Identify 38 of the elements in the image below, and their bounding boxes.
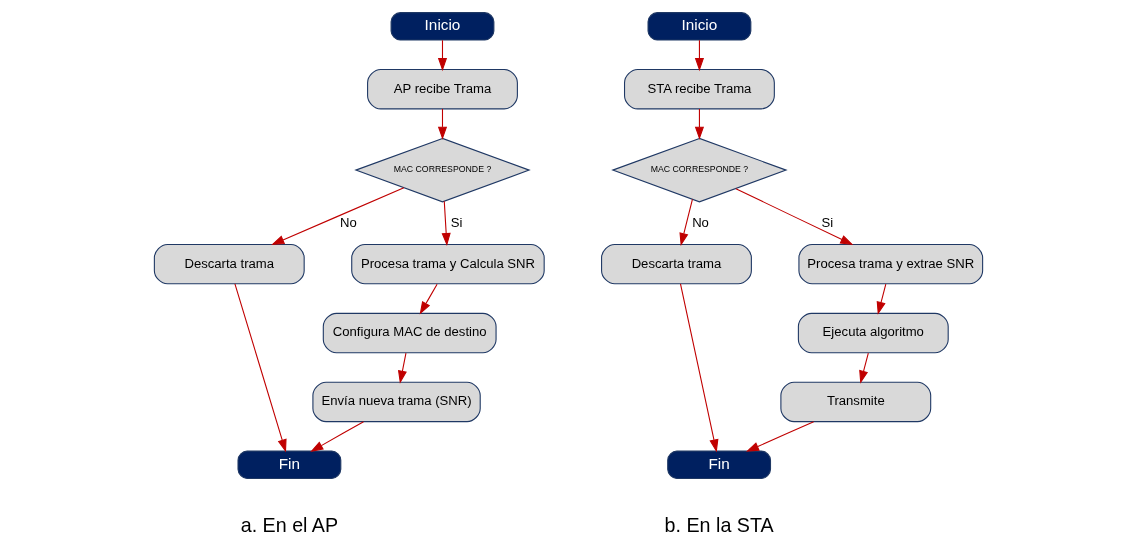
arrow bbox=[745, 421, 815, 452]
arrow bbox=[397, 352, 407, 384]
arrow bbox=[441, 200, 451, 247]
arrow bbox=[859, 352, 869, 384]
node-box: AP recibe Trama bbox=[367, 68, 518, 110]
arrow bbox=[310, 421, 365, 452]
arrow bbox=[437, 39, 448, 72]
arrow bbox=[876, 283, 887, 315]
node-box: Inicio bbox=[390, 12, 495, 41]
node-diamond: MAC CORRESPONDE ? bbox=[354, 137, 531, 203]
arrow bbox=[234, 283, 287, 453]
edge-label: No bbox=[340, 214, 357, 230]
node-box: STA recibe Trama bbox=[624, 68, 775, 110]
edge-label: Si bbox=[450, 214, 463, 230]
arrow bbox=[694, 108, 705, 140]
arrow bbox=[679, 283, 719, 453]
node-box: Envía nueva trama (SNR) bbox=[312, 381, 481, 423]
node-box: Procesa trama y extrae SNR bbox=[798, 243, 984, 285]
node-box: Configura MAC de destino bbox=[322, 312, 497, 354]
node-box: Descarta trama bbox=[153, 243, 305, 285]
node-box: Procesa trama y Calcula SNR bbox=[351, 243, 545, 285]
node-box: Ejecuta algoritmo bbox=[797, 312, 949, 354]
arrow bbox=[679, 198, 693, 247]
label: b. En la STA bbox=[664, 514, 774, 537]
node-box: Inicio bbox=[647, 12, 752, 41]
arrow bbox=[437, 108, 448, 140]
arrow bbox=[735, 188, 854, 246]
node-diamond: MAC CORRESPONDE ? bbox=[611, 137, 788, 203]
node-box: Descarta trama bbox=[601, 243, 752, 285]
edge-label: Si bbox=[821, 214, 834, 230]
label: a. En el AP bbox=[240, 514, 339, 537]
arrow bbox=[694, 39, 705, 72]
edge-label: No bbox=[692, 214, 709, 230]
arrow bbox=[419, 283, 438, 315]
node-box: Fin bbox=[667, 450, 772, 479]
arrow bbox=[271, 187, 405, 245]
node-box: Transmite bbox=[780, 381, 932, 423]
node-box: Fin bbox=[237, 450, 342, 479]
